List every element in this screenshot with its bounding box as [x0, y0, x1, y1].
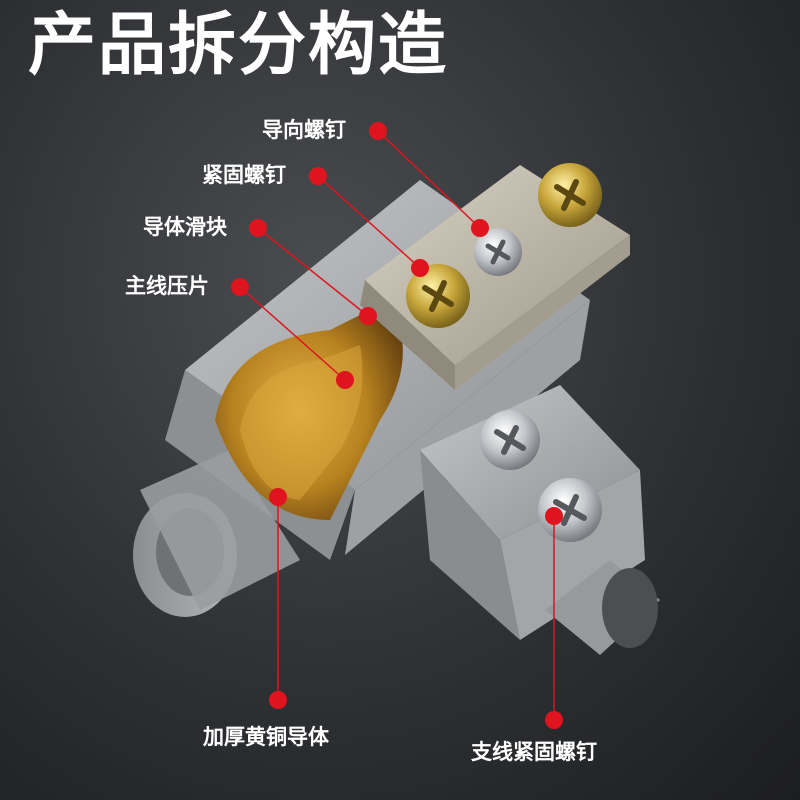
- brass-cavity: [215, 300, 403, 520]
- callout-markers: [231, 122, 563, 729]
- callout-lines: [239, 130, 555, 720]
- marker-dot: [545, 711, 563, 729]
- gold-screw-front: [406, 264, 470, 328]
- silver-guide-screw: [474, 228, 522, 276]
- marker-dot: [231, 278, 249, 296]
- marker-dot: [336, 371, 354, 389]
- left-tube-end: [133, 450, 300, 617]
- silver-branch-screw-top: [480, 410, 540, 470]
- gold-screw-back: [538, 163, 602, 227]
- label-fastening-screw: 紧固螺钉: [202, 163, 286, 187]
- label-guide-screw: 导向螺钉: [262, 118, 346, 142]
- label-conductor-slider: 导体滑块: [143, 215, 227, 239]
- marker-dot: [269, 488, 287, 506]
- marker-dot: [309, 167, 327, 185]
- marker-dot: [411, 259, 429, 277]
- conductor-slider-line: [257, 227, 369, 317]
- marker-dot: [471, 219, 489, 237]
- label-branch-fastening-screw: 支线紧固螺钉: [471, 740, 597, 764]
- main-line-clamp-line: [239, 286, 346, 381]
- fastening-screw-line: [317, 175, 421, 269]
- label-main-line-clamp: 主线压片: [125, 274, 209, 298]
- guide-screw-line: [377, 130, 481, 229]
- branch-housing: [420, 385, 645, 640]
- marker-dot: [269, 691, 287, 709]
- right-tube-end: [545, 560, 660, 655]
- marker-dot: [545, 507, 563, 525]
- page-title: 产品拆分构造: [28, 6, 449, 85]
- marker-dot: [359, 307, 377, 325]
- marker-dot: [369, 122, 387, 140]
- label-brass-conductor: 加厚黄铜导体: [203, 725, 329, 749]
- marker-dot: [249, 219, 267, 237]
